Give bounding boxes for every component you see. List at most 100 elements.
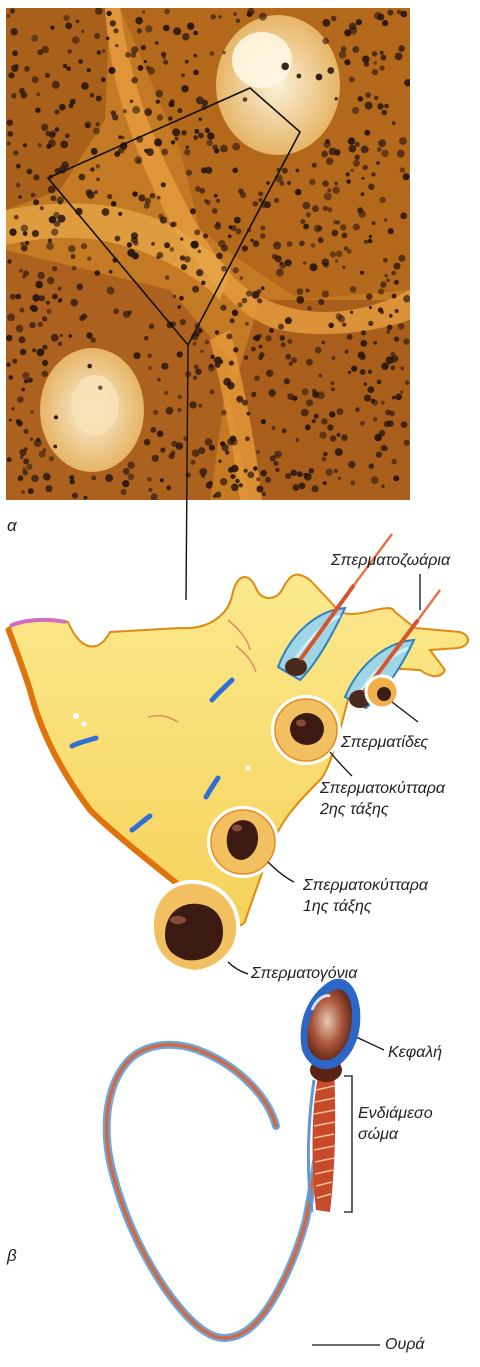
nucleus-dot bbox=[321, 418, 327, 424]
nucleus-dot bbox=[218, 15, 221, 18]
nucleus-dot bbox=[138, 65, 144, 71]
nucleus-dot bbox=[94, 270, 100, 276]
nucleus-dot bbox=[382, 110, 388, 116]
nucleus-dot bbox=[68, 49, 72, 53]
nucleus-dot bbox=[403, 173, 410, 180]
nucleus-dot bbox=[252, 291, 260, 299]
nucleus-dot bbox=[10, 294, 16, 300]
nucleus-dot bbox=[296, 296, 304, 304]
nucleus-dot bbox=[380, 65, 385, 70]
nucleus-dot bbox=[21, 225, 28, 232]
nucleus-dot bbox=[128, 462, 135, 469]
spermatogonium bbox=[152, 882, 238, 972]
nucleus-dot bbox=[23, 270, 29, 276]
nucleus-dot bbox=[287, 181, 291, 185]
nucleus-dot bbox=[160, 447, 165, 452]
nucleus-dot bbox=[285, 473, 291, 479]
nucleus-dot bbox=[49, 456, 54, 461]
nucleus-dot bbox=[87, 191, 95, 199]
nucleus-dot bbox=[78, 59, 83, 64]
nucleus-dot bbox=[280, 335, 286, 341]
nucleus-dot bbox=[231, 465, 239, 473]
nucleus-dot bbox=[185, 472, 190, 477]
nucleus-dot bbox=[339, 51, 347, 59]
nucleus-dot bbox=[366, 293, 373, 300]
nucleus-dot bbox=[52, 266, 57, 271]
nucleus-dot bbox=[38, 322, 43, 327]
nucleus-dot bbox=[16, 183, 21, 188]
nucleus-dot bbox=[151, 427, 157, 433]
nucleus-dot bbox=[275, 255, 282, 262]
nucleus-dot bbox=[123, 311, 130, 318]
nucleus-dot bbox=[107, 287, 115, 295]
nucleus-dot bbox=[45, 485, 52, 492]
nucleus-dot bbox=[205, 340, 209, 344]
nucleus-dot bbox=[291, 357, 297, 363]
nucleus-dot bbox=[11, 28, 18, 35]
nucleus-dot bbox=[207, 132, 214, 139]
nucleus-dot bbox=[371, 172, 375, 176]
midpiece-bracket bbox=[344, 1076, 352, 1212]
nucleus-dot bbox=[346, 172, 350, 176]
nucleus-dot bbox=[72, 493, 78, 499]
nucleus-dot bbox=[11, 407, 15, 411]
nucleus-dot bbox=[171, 222, 176, 227]
nucleus-dot bbox=[137, 159, 141, 163]
nucleus-dot bbox=[171, 140, 175, 144]
nucleus-dot bbox=[131, 46, 138, 53]
nucleus-dot bbox=[81, 243, 87, 249]
nucleus-dot bbox=[270, 455, 276, 461]
nucleus-dot bbox=[101, 77, 106, 82]
nucleus-dot bbox=[55, 127, 59, 131]
nucleus-dot bbox=[211, 14, 216, 19]
nucleus-dot bbox=[36, 92, 40, 96]
nucleus-dot bbox=[243, 97, 248, 102]
nucleus-dot bbox=[66, 66, 71, 71]
secondary-spermatocyte bbox=[273, 697, 339, 763]
nucleus-dot bbox=[360, 271, 364, 275]
nucleus-dot bbox=[25, 241, 30, 246]
nucleus-dot bbox=[108, 67, 115, 74]
nucleus-dot bbox=[331, 16, 337, 22]
nucleus-dot bbox=[160, 217, 167, 224]
nucleus-dot bbox=[380, 310, 384, 314]
nucleus-dot bbox=[220, 478, 227, 485]
nucleus-dot bbox=[90, 167, 94, 171]
nucleus-dot bbox=[173, 295, 176, 298]
label-primary-spermatocytes-line2: 1ης τάξης bbox=[303, 897, 372, 916]
tubule-lumen-top bbox=[216, 15, 340, 155]
nucleus-dot bbox=[261, 286, 265, 290]
nucleus-dot bbox=[42, 371, 49, 378]
nucleus-dot bbox=[364, 130, 370, 136]
nucleus-dot bbox=[164, 9, 170, 15]
nucleus-dot bbox=[20, 349, 26, 355]
nucleus-dot bbox=[138, 194, 145, 201]
nucleus-dot bbox=[309, 179, 315, 185]
nucleus-dot bbox=[86, 332, 92, 338]
nucleus-dot bbox=[13, 150, 18, 155]
nucleus-dot bbox=[245, 322, 249, 326]
nucleus-dot bbox=[60, 334, 63, 337]
nucleus-dot bbox=[186, 170, 192, 176]
nucleus-dot bbox=[122, 480, 129, 487]
nucleus-dot bbox=[144, 439, 151, 446]
nucleus-dot bbox=[307, 306, 312, 311]
nucleus-dot bbox=[284, 378, 290, 384]
nucleus-dot bbox=[246, 290, 252, 296]
nucleus-dot bbox=[12, 50, 18, 56]
nucleus-dot bbox=[303, 224, 309, 230]
nucleus-dot bbox=[177, 351, 183, 357]
nucleus-dot bbox=[360, 369, 366, 375]
nucleus-dot bbox=[310, 263, 318, 271]
nucleus-dot bbox=[391, 366, 396, 371]
nucleus-dot bbox=[344, 59, 350, 65]
nucleus-dot bbox=[65, 22, 72, 29]
nucleus-dot bbox=[191, 460, 196, 465]
nucleus-dot bbox=[132, 106, 140, 114]
nucleus-dot bbox=[193, 31, 198, 36]
nucleus-dot bbox=[253, 201, 258, 206]
nucleus-dot bbox=[384, 421, 390, 427]
nucleus-dot bbox=[377, 147, 382, 152]
nucleus-dot bbox=[254, 376, 260, 382]
nucleus-dot bbox=[318, 237, 324, 243]
